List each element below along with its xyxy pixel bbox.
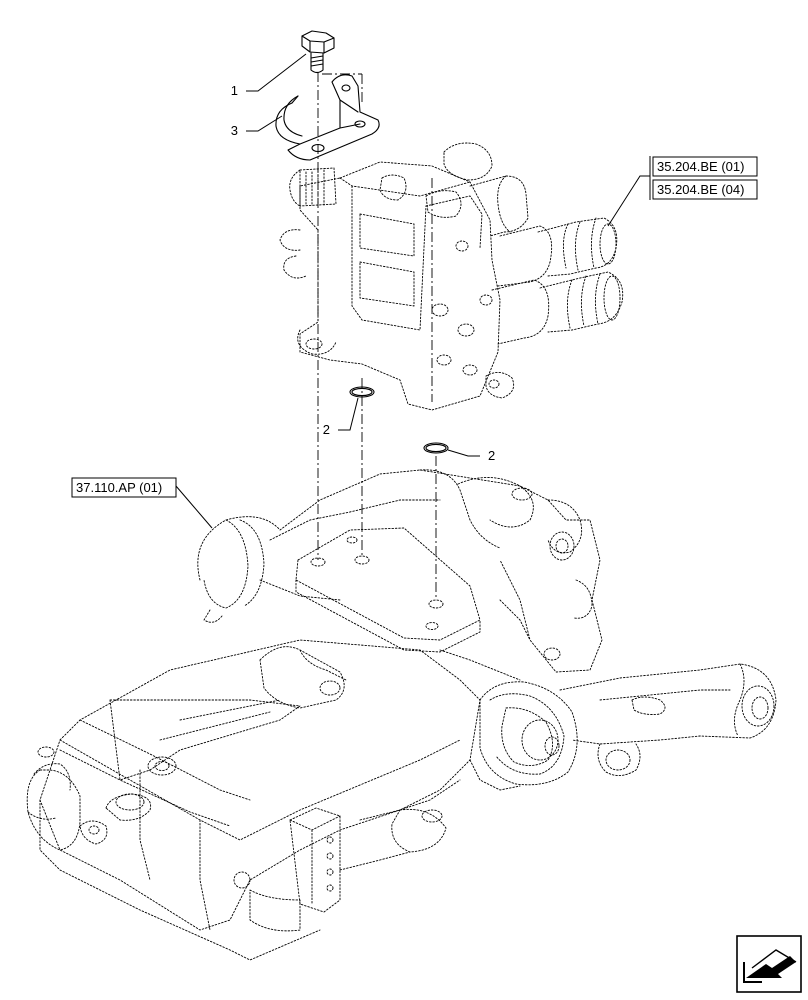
leader-line-1 (246, 53, 307, 92)
rear-lift-housing (26, 469, 777, 961)
leader-line-3 (246, 115, 283, 132)
callout-2: 2 (323, 422, 330, 437)
valve-reference-box[interactable] (652, 179, 758, 200)
valve-reference-box[interactable] (652, 156, 758, 177)
leader-lines (175, 53, 650, 529)
bolt-part (301, 30, 335, 74)
housing-reference-01[interactable]: 37.110.AP (01) (76, 480, 162, 495)
housing-reference-group: 37.110.AP (01) (71, 477, 177, 498)
callout-3: 3 (231, 123, 238, 138)
assembly-centerlines (317, 72, 437, 600)
leader-line-valve-ref (607, 175, 650, 227)
leader-line-2a (338, 397, 359, 431)
previous-page-arrow-icon[interactable] (736, 935, 802, 993)
control-valve-assembly (279, 142, 624, 411)
valve-reference-01[interactable]: 35.204.BE (01) (657, 159, 744, 174)
housing-reference-box[interactable] (71, 477, 177, 498)
valve-reference-group: 35.204.BE (01) 35.204.BE (04) (649, 156, 758, 200)
mounting-bracket-part (275, 74, 380, 161)
valve-reference-04[interactable]: 35.204.BE (04) (657, 182, 744, 197)
o-ring-part (423, 442, 449, 454)
o-ring-part (349, 386, 375, 398)
callout-2: 2 (488, 448, 495, 463)
leader-line-2b (447, 449, 480, 457)
leader-line-housing-ref (175, 485, 213, 529)
callout-1: 1 (231, 83, 238, 98)
